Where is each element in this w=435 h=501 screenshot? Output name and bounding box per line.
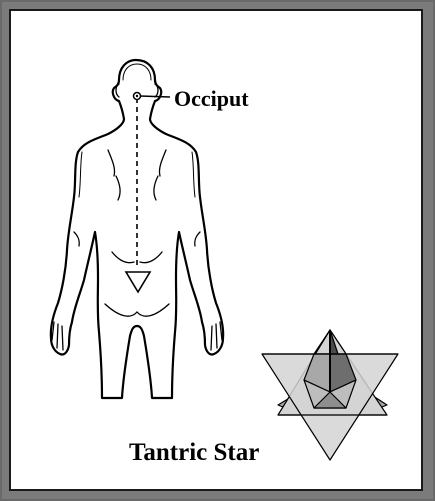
tantric-star-icon bbox=[262, 330, 398, 460]
tantric-star-label: Tantric Star bbox=[129, 440, 259, 465]
occiput-label: Occiput bbox=[174, 88, 249, 110]
